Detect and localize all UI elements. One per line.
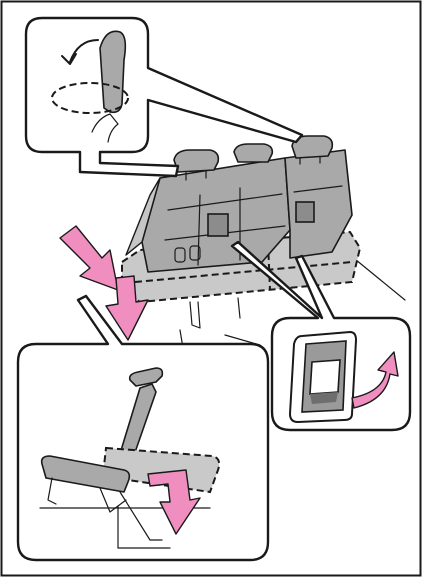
release-lever-right (296, 202, 314, 222)
headrest-center (234, 144, 272, 162)
release-lever-left (208, 214, 228, 236)
push-arrow-icon (60, 226, 118, 290)
headrest-upright (100, 31, 125, 112)
headrest-left (174, 150, 218, 172)
